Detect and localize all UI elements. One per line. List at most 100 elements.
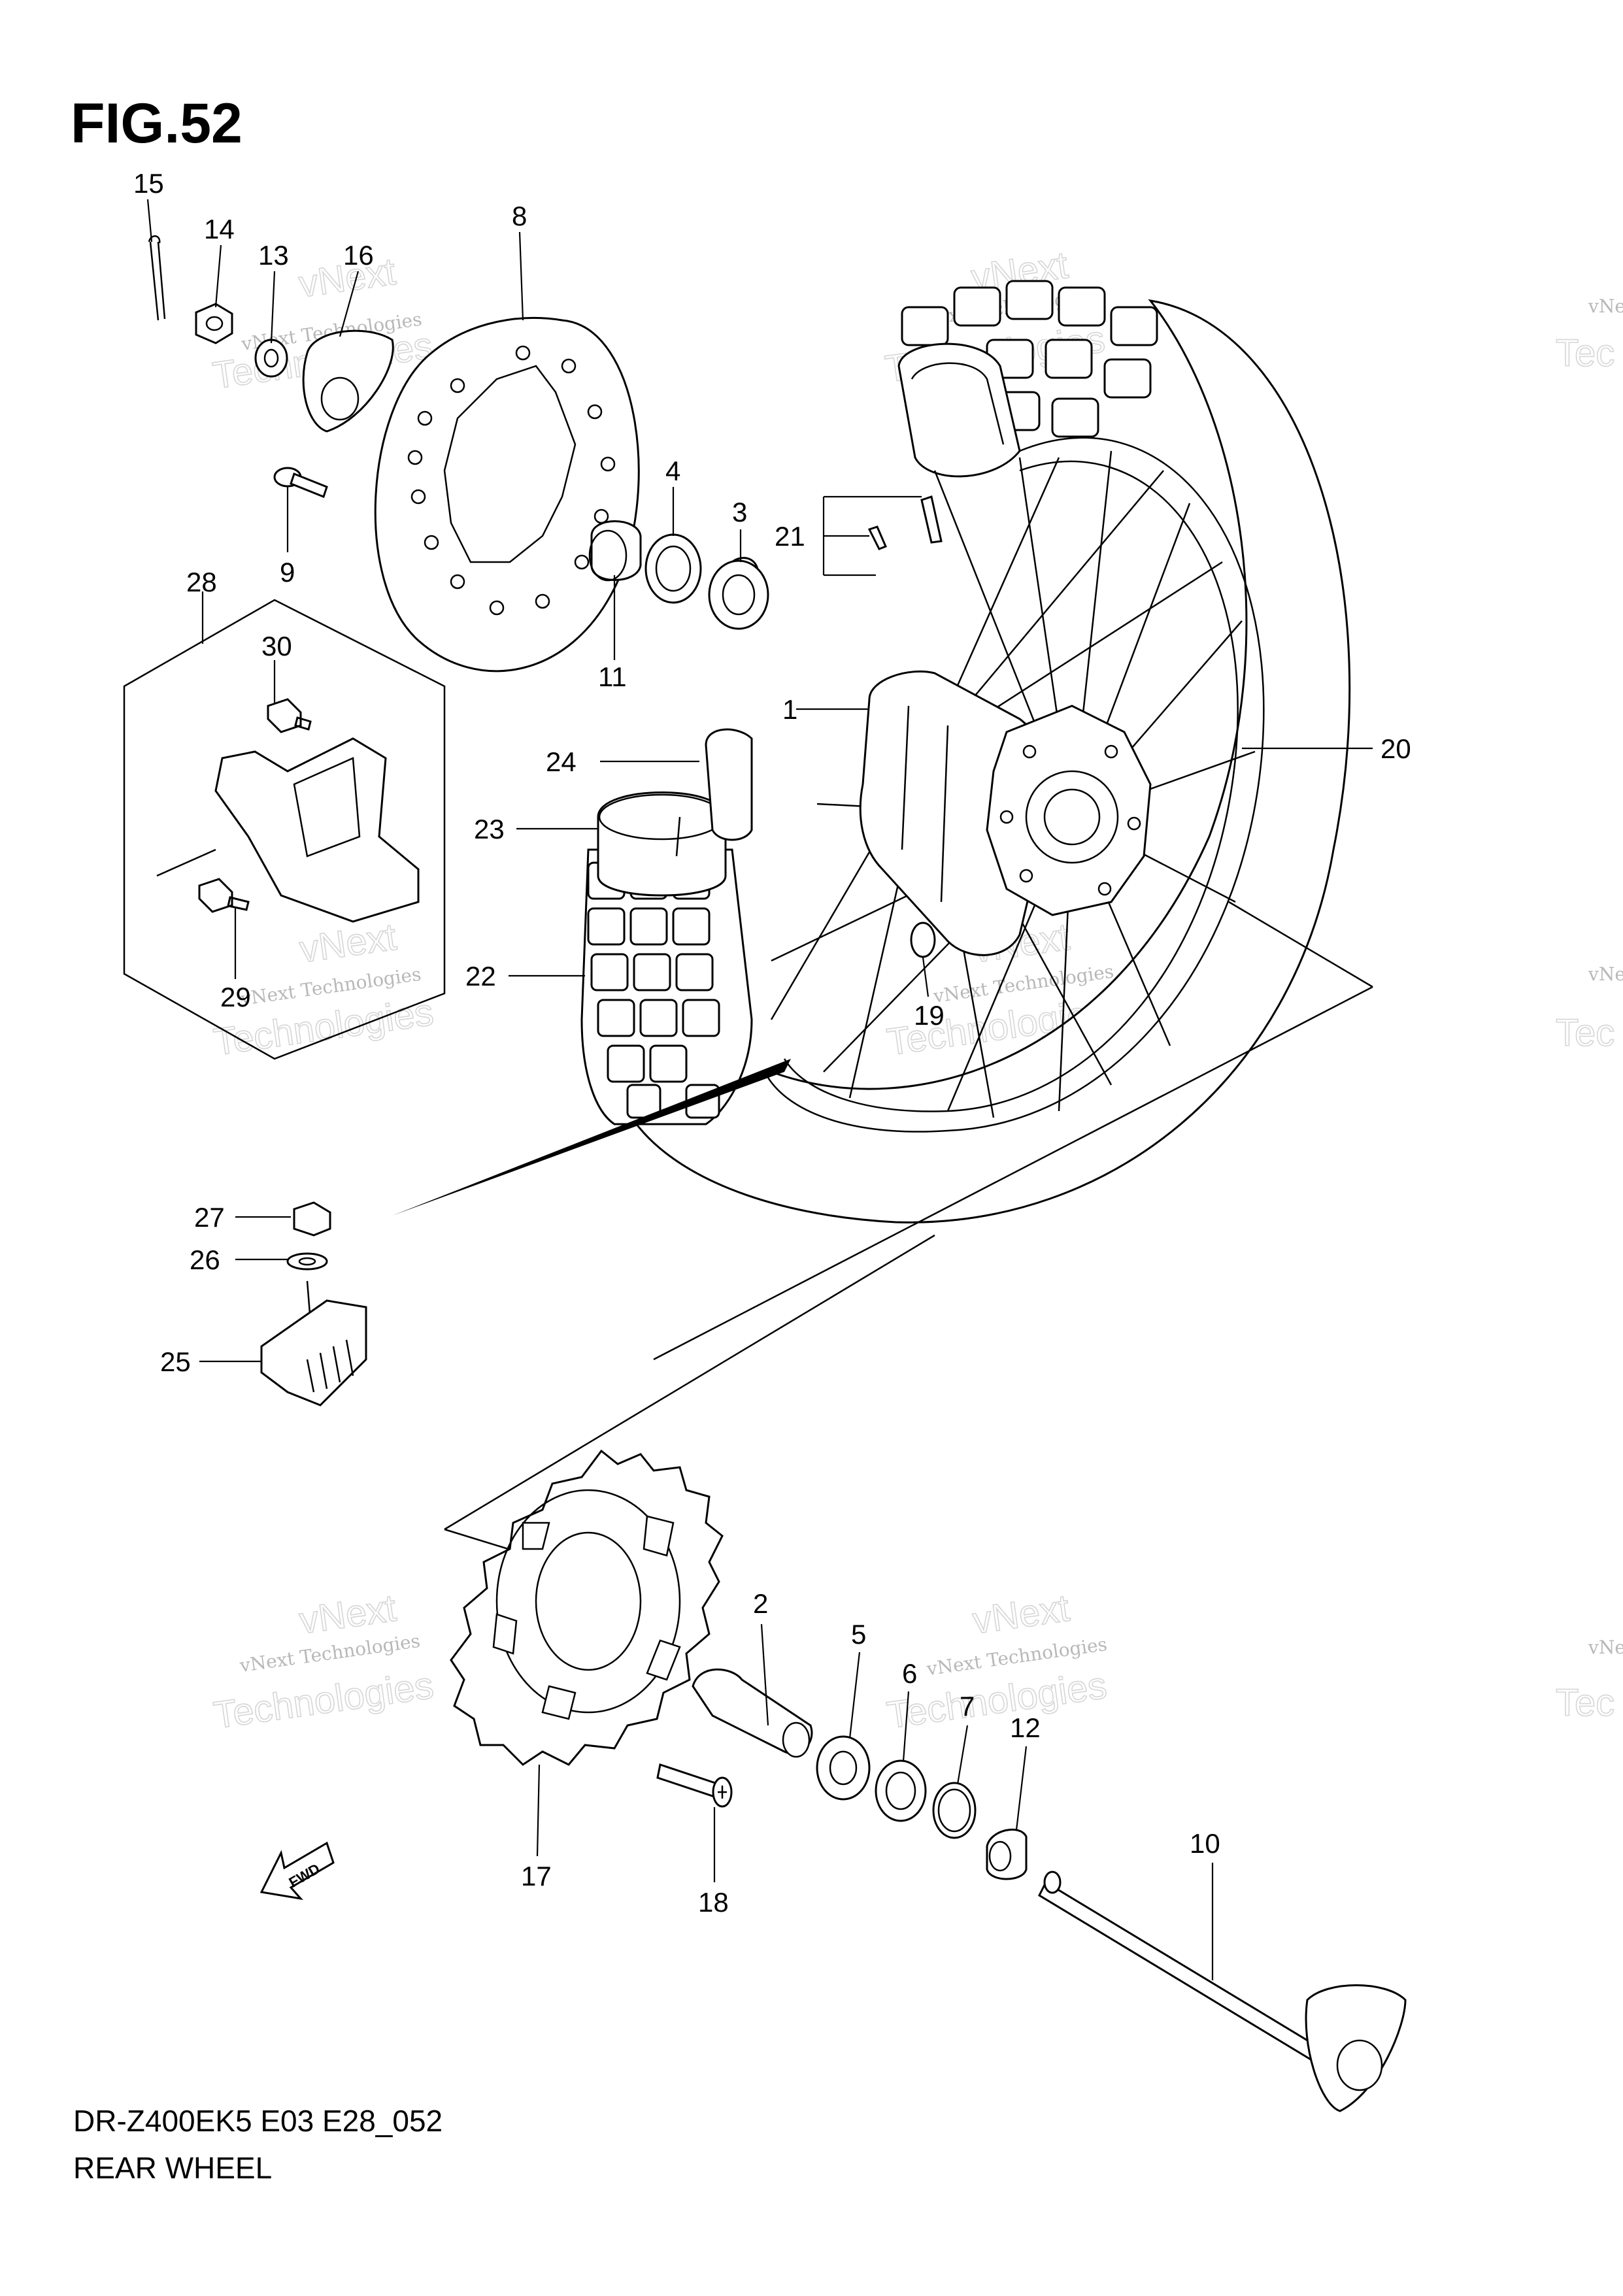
sprocket-bore bbox=[535, 1531, 642, 1671]
watermark-text: vNext bbox=[297, 916, 399, 971]
oil-seal-right-bore bbox=[885, 1771, 916, 1810]
circlip-bore bbox=[937, 1788, 971, 1833]
callout-22: 22 bbox=[465, 961, 496, 991]
rear-axle bbox=[1038, 1871, 1407, 2112]
tread-block bbox=[607, 1044, 645, 1083]
sprocket-inner-ring bbox=[495, 1489, 681, 1714]
callout-3: 3 bbox=[732, 497, 747, 527]
forward-indicator: FWD bbox=[259, 1841, 335, 1901]
guard-bolt-lower bbox=[198, 878, 250, 913]
tread-block bbox=[1045, 339, 1093, 379]
watermark-edge: Tec bbox=[1556, 1012, 1615, 1054]
sprocket-cutout bbox=[646, 1639, 681, 1681]
spacer-collar-bore bbox=[588, 529, 627, 582]
spoke-nipple bbox=[867, 525, 887, 550]
guide-line bbox=[653, 986, 1373, 1361]
guide-line bbox=[444, 1234, 935, 1531]
watermark-text: Technologies bbox=[884, 1664, 1109, 1737]
callout-7: 7 bbox=[960, 1691, 975, 1722]
watermark-edge: vNe bbox=[1588, 963, 1623, 985]
callout-21: 21 bbox=[775, 521, 805, 552]
disc-hole bbox=[410, 489, 426, 505]
callout-26: 26 bbox=[190, 1244, 220, 1275]
tire-and-tube bbox=[580, 728, 753, 1125]
watermark-edge: vNe bbox=[1588, 295, 1623, 317]
chain-guard bbox=[214, 737, 420, 923]
flange-hole bbox=[1104, 744, 1118, 759]
callout-6: 6 bbox=[902, 1658, 917, 1689]
tread-block bbox=[639, 999, 678, 1037]
leader-15 bbox=[146, 199, 153, 242]
callout-17: 17 bbox=[521, 1861, 552, 1891]
flange-hole bbox=[999, 810, 1014, 824]
tread-block bbox=[675, 953, 714, 991]
hub-bore-inner bbox=[1043, 788, 1101, 846]
axle-nut-bore bbox=[205, 316, 224, 331]
sprocket-cutout bbox=[522, 1522, 550, 1550]
disc-hole bbox=[600, 456, 616, 472]
callout-11: 11 bbox=[598, 661, 627, 692]
callout-24: 24 bbox=[546, 746, 577, 777]
rim-band bbox=[705, 728, 753, 841]
disc-hole bbox=[574, 554, 590, 570]
leader-17 bbox=[536, 1764, 541, 1857]
guide-line bbox=[156, 848, 216, 877]
leader-lines bbox=[146, 199, 1373, 1980]
leader-6 bbox=[902, 1691, 910, 1762]
figure-title: FIG.52 bbox=[71, 92, 243, 155]
callout-16: 16 bbox=[343, 240, 374, 271]
tread-block bbox=[1103, 358, 1152, 399]
rim-lock-washer-bore bbox=[298, 1257, 316, 1266]
group-boundary bbox=[123, 599, 446, 1060]
axle-spacer-bore bbox=[782, 1722, 811, 1758]
callout-10: 10 bbox=[1190, 1828, 1220, 1859]
watermark-text: vNext bbox=[297, 1587, 399, 1642]
disc-hole bbox=[561, 358, 577, 374]
tread-block bbox=[633, 953, 671, 991]
axle-tip bbox=[1043, 1871, 1062, 1894]
wheel-bearing-right-bore bbox=[829, 1750, 858, 1786]
callout-30: 30 bbox=[261, 631, 292, 661]
inner-tube-valve bbox=[675, 816, 681, 857]
valve-core bbox=[910, 922, 936, 958]
disc-hole bbox=[450, 574, 465, 590]
callout-5: 5 bbox=[851, 1619, 866, 1650]
disc-hole bbox=[587, 404, 603, 420]
sprocket-cutout bbox=[492, 1613, 518, 1655]
callout-14: 14 bbox=[204, 214, 235, 244]
tread-block bbox=[682, 999, 720, 1037]
sprocket-bolt-cross bbox=[718, 1786, 727, 1799]
inner-tube bbox=[597, 791, 727, 897]
rim-inner bbox=[783, 460, 1239, 1112]
callout-19: 19 bbox=[914, 1000, 945, 1031]
tire-section-top-inner bbox=[911, 362, 1005, 445]
leader-7 bbox=[956, 1725, 969, 1785]
leader-5 bbox=[848, 1652, 861, 1739]
callout-4: 4 bbox=[665, 456, 680, 486]
leader-16 bbox=[339, 271, 360, 337]
tread-block bbox=[901, 306, 949, 346]
callout-13: 13 bbox=[258, 240, 289, 271]
tread-block bbox=[629, 907, 668, 946]
leader-13 bbox=[270, 271, 276, 344]
tire-outline bbox=[626, 299, 1351, 1223]
disc-bolt bbox=[273, 467, 328, 498]
disc-hole bbox=[515, 345, 531, 361]
callout-numbers: 1 2 3 4 5 6 7 8 9 10 11 12 13 14 15 16 1… bbox=[133, 168, 1411, 1918]
tread-block bbox=[587, 907, 626, 946]
tread-block bbox=[1051, 397, 1099, 438]
chain-guard-group bbox=[123, 599, 446, 1060]
callout-28: 28 bbox=[186, 567, 217, 597]
disc-hole bbox=[407, 450, 423, 465]
model-code: DR-Z400EK5 E03 E28_052 bbox=[73, 2104, 443, 2138]
callout-12: 12 bbox=[1010, 1712, 1041, 1743]
spacer-collar-right-bore bbox=[988, 1840, 1012, 1872]
tread-block bbox=[649, 1044, 688, 1083]
chain-adjuster-bore bbox=[320, 376, 360, 421]
wheel-bearing-left-bore bbox=[722, 574, 756, 616]
fwd-arrow bbox=[259, 1841, 335, 1901]
brake-disc-outline bbox=[374, 317, 640, 673]
watermark-low-left: vNext Technologies Technologies vNext bbox=[210, 1586, 437, 1737]
flange-hole bbox=[1022, 744, 1037, 759]
axle-washer-bore bbox=[263, 348, 279, 368]
